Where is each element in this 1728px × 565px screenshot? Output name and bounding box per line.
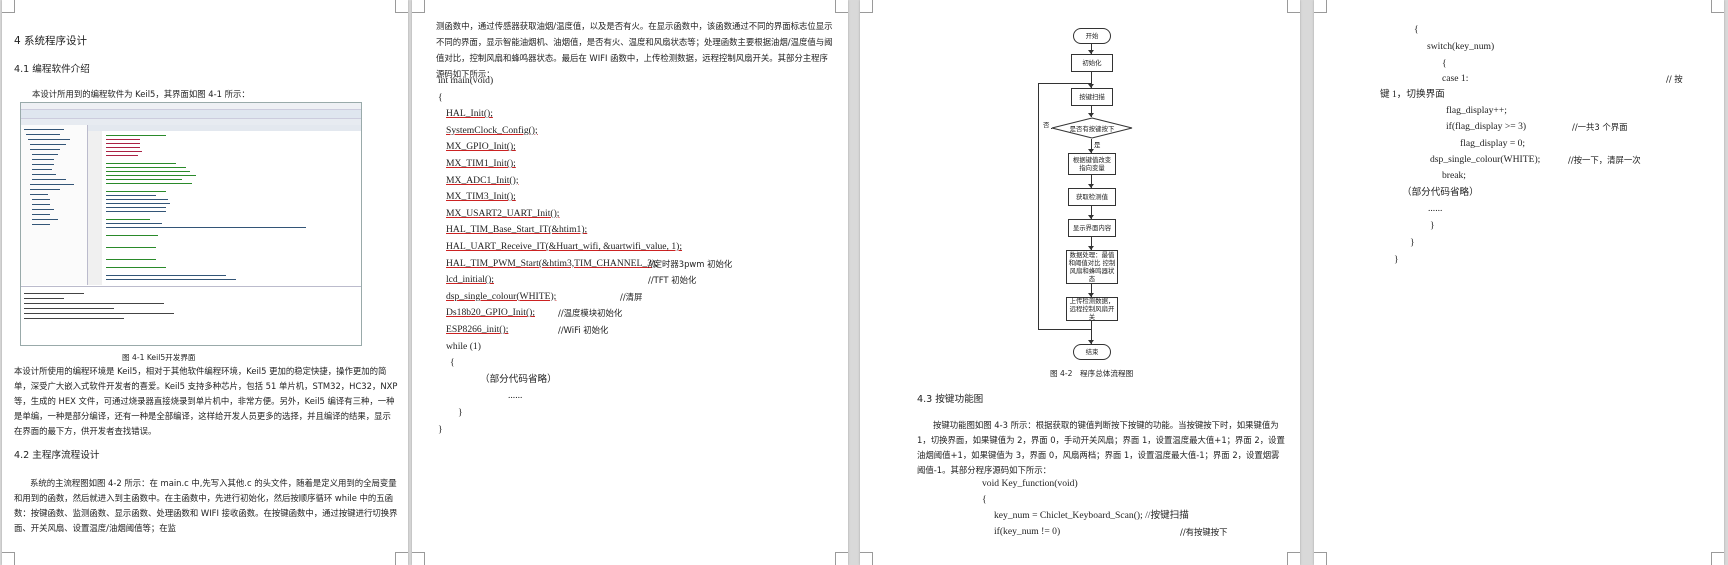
intro-text: 本设计所用到的编程软件为 Keil5，其界面如图 4-1 所示： bbox=[32, 89, 250, 99]
document-page-2: 测函数中，通过传感器获取油烟/温度值，以及是否有火。在显示函数中，该函数通过不同… bbox=[412, 0, 848, 565]
code-comment: //温度模块初始化 bbox=[558, 308, 623, 319]
code-line: HAL_TIM_Base_Start_IT(&htim1); bbox=[446, 224, 588, 236]
crop-mark bbox=[2, 0, 15, 13]
code-line: case 1: bbox=[1442, 73, 1469, 84]
code-line: ...... bbox=[1428, 203, 1443, 214]
code-comment: //TFT 初始化 bbox=[648, 275, 697, 286]
code-line: MX_GPIO_Init(); bbox=[446, 141, 516, 153]
flow-upload: 上传检测数据，远程控制风扇开关 bbox=[1066, 297, 1118, 321]
code-line: } bbox=[1430, 220, 1435, 231]
code-line: key_num = Chiclet_Keyboard_Scan(); //按键扫… bbox=[994, 510, 1189, 521]
section-title: 4 系统程序设计 bbox=[14, 35, 88, 47]
code-line: } bbox=[438, 423, 443, 435]
crop-mark bbox=[1711, 0, 1724, 13]
code-comment: //一共3 个界面 bbox=[1572, 122, 1628, 132]
paragraph: 测函数中，通过传感器获取油烟/温度值，以及是否有火。在显示函数中，该函数通过不同… bbox=[436, 21, 833, 79]
paragraph: 按键功能图如图 4-3 所示：根据获取的键值判断按下按键的功能。当按键按下时，如… bbox=[917, 420, 1285, 475]
subsection-title: 4.3 按键功能图 bbox=[917, 394, 984, 405]
crop-mark bbox=[835, 552, 848, 565]
code-line: MX_USART2_UART_Init(); bbox=[446, 207, 560, 219]
code-line: Ds18b20_GPIO_Init(); bbox=[446, 307, 536, 319]
code-line: { bbox=[1414, 24, 1419, 35]
crop-mark bbox=[860, 0, 873, 13]
code-line: flag_display++; bbox=[1446, 105, 1507, 116]
code-line: SystemClock_Config(); bbox=[446, 124, 538, 136]
figure-caption: 图 4-2 程序总体流程图 bbox=[1050, 369, 1134, 378]
flow-end: 结束 bbox=[1073, 344, 1111, 360]
flow-decision: 是否有按键按下 bbox=[1069, 125, 1115, 133]
subsection-title: 4.2 主程序流程设计 bbox=[14, 450, 100, 461]
crop-mark bbox=[860, 552, 873, 565]
keil5-screenshot bbox=[20, 102, 362, 346]
crop-mark bbox=[395, 552, 408, 565]
document-page-3: 开始 初始化 按键扫描 是否有按键按下 是 否 根据键值改变 指向变量 获取检测… bbox=[860, 0, 1300, 565]
code-line: （部分代码省略） bbox=[1402, 187, 1479, 198]
code-line: } bbox=[1394, 254, 1399, 265]
code-line: 键 1，切换界面 bbox=[1380, 89, 1445, 100]
flow-init: 初始化 bbox=[1071, 54, 1113, 72]
code-line: void Key_function(void) bbox=[982, 478, 1078, 489]
code-line: if(flag_display >= 3) bbox=[1446, 121, 1527, 132]
code-line: } bbox=[1410, 237, 1415, 248]
code-line: dsp_single_colour(WHITE); bbox=[1430, 154, 1541, 165]
document-page-1: 4 系统程序设计 4.1 编程软件介绍 本设计所用到的编程软件为 Keil5，其… bbox=[2, 0, 408, 565]
code-line: HAL_Init(); bbox=[446, 108, 493, 120]
code-comment: //WiFi 初始化 bbox=[558, 325, 609, 335]
code-line: { bbox=[438, 91, 443, 103]
code-comment: //按一下，清屏一次 bbox=[1568, 155, 1641, 165]
crop-mark bbox=[2, 552, 15, 565]
crop-mark bbox=[1287, 552, 1300, 565]
crop-mark bbox=[412, 552, 425, 565]
code-line: switch(key_num) bbox=[1427, 41, 1495, 52]
code-line: } bbox=[458, 407, 463, 418]
code-line: ...... bbox=[508, 390, 523, 402]
build-output bbox=[21, 286, 361, 345]
crop-mark bbox=[1314, 552, 1327, 565]
flow-keyscan: 按键扫描 bbox=[1071, 88, 1113, 106]
paragraph: 系统的主流程图如图 4-2 所示：在 main.c 中,先写入其他.c 的头文件… bbox=[14, 478, 398, 533]
flow-no: 否 bbox=[1043, 121, 1050, 129]
code-line: MX_TIM1_Init(); bbox=[446, 158, 516, 169]
flow-yes: 是 bbox=[1094, 141, 1101, 149]
crop-mark bbox=[412, 0, 425, 13]
crop-mark bbox=[1314, 0, 1327, 13]
code-line: MX_ADC1_Init(); bbox=[446, 174, 519, 186]
code-line: flag_display = 0; bbox=[1460, 138, 1526, 149]
crop-mark bbox=[1711, 552, 1724, 565]
crop-mark bbox=[835, 0, 848, 13]
code-comment: //清屏 bbox=[620, 291, 643, 302]
flow-start: 开始 bbox=[1073, 28, 1111, 44]
subsection-title: 4.1 编程软件介绍 bbox=[14, 64, 90, 75]
code-line: int main(void) bbox=[438, 75, 494, 86]
code-line: HAL_UART_Receive_IT(&Huart_wifi, &uartwi… bbox=[446, 241, 683, 252]
crop-mark bbox=[1287, 0, 1300, 13]
code-comment: // 按 bbox=[1666, 74, 1683, 84]
flow-decision-diamond bbox=[1051, 117, 1133, 139]
code-line: while (1) bbox=[446, 340, 481, 352]
code-line: break; bbox=[1442, 170, 1466, 181]
code-comment: //有按键按下 bbox=[1180, 527, 1228, 537]
flow-monitor: 获取检测值 bbox=[1068, 188, 1116, 206]
crop-mark bbox=[395, 0, 408, 13]
code-line: lcd_initial(); bbox=[446, 274, 494, 286]
flow-display: 显示界面内容 bbox=[1068, 219, 1116, 237]
code-line: if(key_num != 0) bbox=[994, 526, 1061, 537]
code-line: MX_TIM3_Init(); bbox=[446, 191, 516, 203]
code-comment: //定时器3pwm 初始化 bbox=[648, 258, 733, 269]
code-editor bbox=[88, 125, 361, 285]
figure-caption: 图 4-1 Keil5开发界面 bbox=[122, 353, 196, 362]
flow-switch: 根据键值改变 指向变量 bbox=[1068, 153, 1116, 175]
paragraph: 本设计所使用的编程环境是 Keil5，相对于其他软件编程环境，Keil5 更加的… bbox=[14, 366, 398, 436]
project-tree bbox=[21, 125, 88, 285]
code-line: HAL_TIM_PWM_Start(&htim3,TIM_CHANNEL_3); bbox=[446, 257, 658, 269]
code-line: ESP8266_init(); bbox=[446, 324, 509, 335]
flow-process: 数据处理：最值和阈值对比 控制风扇和蜂鸣器状态 bbox=[1066, 250, 1118, 284]
code-line: { bbox=[1442, 58, 1447, 69]
code-line: { bbox=[450, 357, 455, 369]
code-line: { bbox=[982, 494, 987, 505]
code-line: dsp_single_colour(WHITE); bbox=[446, 290, 557, 302]
code-line: （部分代码省略） bbox=[480, 373, 557, 385]
